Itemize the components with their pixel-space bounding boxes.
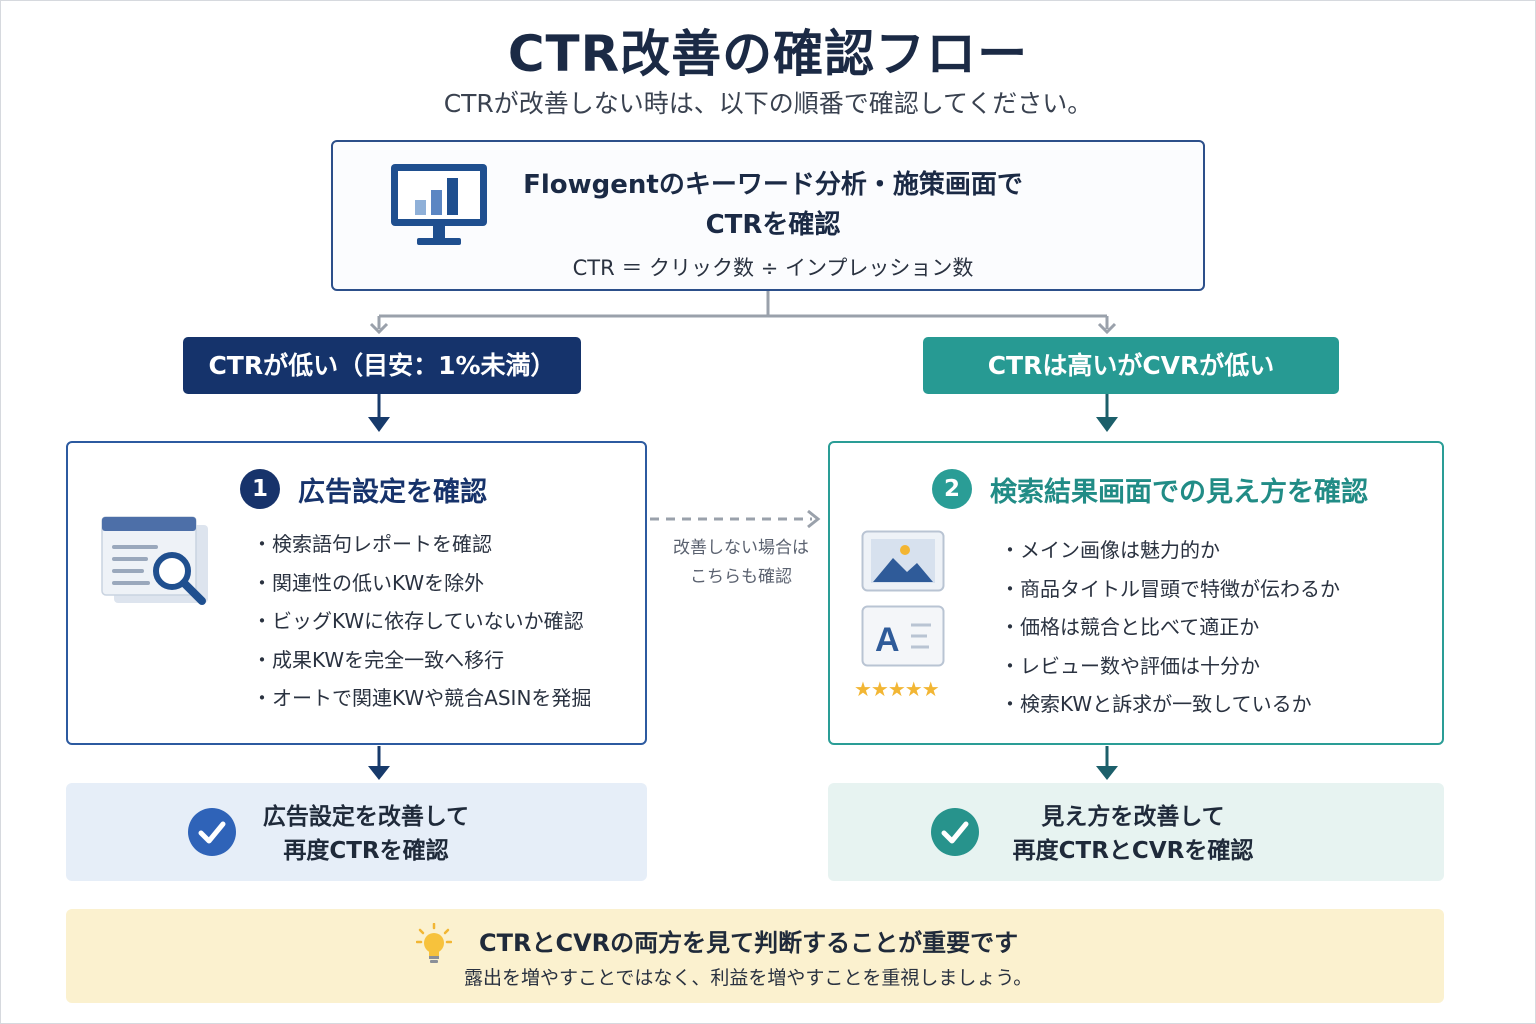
result-line1: 広告設定を改善して: [262, 804, 470, 830]
lightbulb-icon: [416, 923, 452, 963]
card-header: 2 検索結果画面での見え方を確認: [932, 469, 1368, 509]
ad-settings-card: 1 広告設定を確認 検索語句レポートを確認 関連性の低いKWを除外 ビッグKWに…: [66, 441, 647, 745]
image-icon: [861, 530, 945, 592]
step-number-badge: 1: [240, 469, 280, 509]
list-item: オートで関連KWや競合ASINを発掘: [252, 679, 591, 718]
tip-title: CTRとCVRの両方を見て判断することが重要です: [479, 929, 1019, 957]
branch-low-ctr: CTRが低い（目安：1%未満）: [183, 337, 581, 394]
list-item: 検索語句レポートを確認: [252, 525, 591, 564]
card-title: 検索結果画面での見え方を確認: [990, 476, 1368, 508]
ctr-check-box: Flowgentのキーワード分析・施策画面で CTRを確認 CTR ＝ クリック…: [331, 140, 1205, 291]
top-box-line2: CTRを確認: [705, 210, 841, 240]
dashed-arrow-note: 改善しない場合は こちらも確認: [650, 534, 832, 592]
tip-box: CTRとCVRの両方を見て判断することが重要です 露出を増やすことではなく、利益…: [66, 909, 1444, 1003]
check-circle-icon: [931, 808, 979, 856]
page-title: CTR改善の確認フロー: [507, 25, 1029, 83]
result-text: 見え方を改善して 再度CTRとCVRを確認: [978, 800, 1288, 868]
monitor-bar-chart-icon: [391, 164, 487, 245]
result-line2: 再度CTRとCVRを確認: [1012, 838, 1254, 864]
list-item: 関連性の低いKWを除外: [252, 564, 591, 603]
note-line1: 改善しない場合は: [673, 538, 809, 558]
list-item: 成果KWを完全一致へ移行: [252, 641, 591, 680]
search-appearance-card: 2 検索結果画面での見え方を確認 A ★★★★★ メイン画像は魅力的か 商品タイ…: [828, 441, 1444, 745]
card-title: 広告設定を確認: [298, 476, 487, 508]
page-subtitle: CTRが改善しない時は、以下の順番で確認してください。: [443, 89, 1093, 118]
list-item: レビュー数や評価は十分か: [1000, 647, 1340, 686]
ctr-formula: CTR ＝ クリック数 ÷ インプレッション数: [572, 256, 974, 280]
note-line2: こちらも確認: [690, 567, 792, 587]
search-report-icon: [101, 516, 208, 605]
check-circle-icon: [188, 808, 236, 856]
list-item: 価格は競合と比べて適正か: [1000, 608, 1340, 647]
list-item: 検索KWと訴求が一致しているか: [1000, 685, 1340, 724]
result-ad-settings: 広告設定を改善して 再度CTRを確認: [66, 783, 647, 881]
branch-high-ctr-low-cvr: CTRは高いがCVRが低い: [923, 337, 1339, 394]
result-line1: 見え方を改善して: [1041, 804, 1225, 830]
list-item: ビッグKWに依存していないか確認: [252, 602, 591, 641]
result-appearance: 見え方を改善して 再度CTRとCVRを確認: [828, 783, 1444, 881]
star-rating-icon: ★★★★★: [854, 677, 940, 701]
list-item: メイン画像は魅力的か: [1000, 531, 1340, 570]
list-item: 商品タイトル冒頭で特徴が伝わるか: [1000, 570, 1340, 609]
appearance-checklist: メイン画像は魅力的か 商品タイトル冒頭で特徴が伝わるか 価格は競合と比べて適正か…: [1000, 531, 1340, 724]
ad-settings-checklist: 検索語句レポートを確認 関連性の低いKWを除外 ビッグKWに依存していないか確認…: [252, 525, 591, 718]
card-header: 1 広告設定を確認: [240, 469, 487, 509]
step-number-badge: 2: [932, 469, 972, 509]
result-text: 広告設定を改善して 再度CTRを確認: [236, 800, 496, 868]
top-box-line1: Flowgentのキーワード分析・施策画面で: [523, 170, 1023, 200]
tip-body: 露出を増やすことではなく、利益を増やすことを重視しましょう。: [464, 967, 1033, 989]
result-line2: 再度CTRを確認: [283, 838, 449, 864]
text-document-icon: A: [861, 605, 945, 667]
svg-text:A: A: [875, 621, 900, 659]
